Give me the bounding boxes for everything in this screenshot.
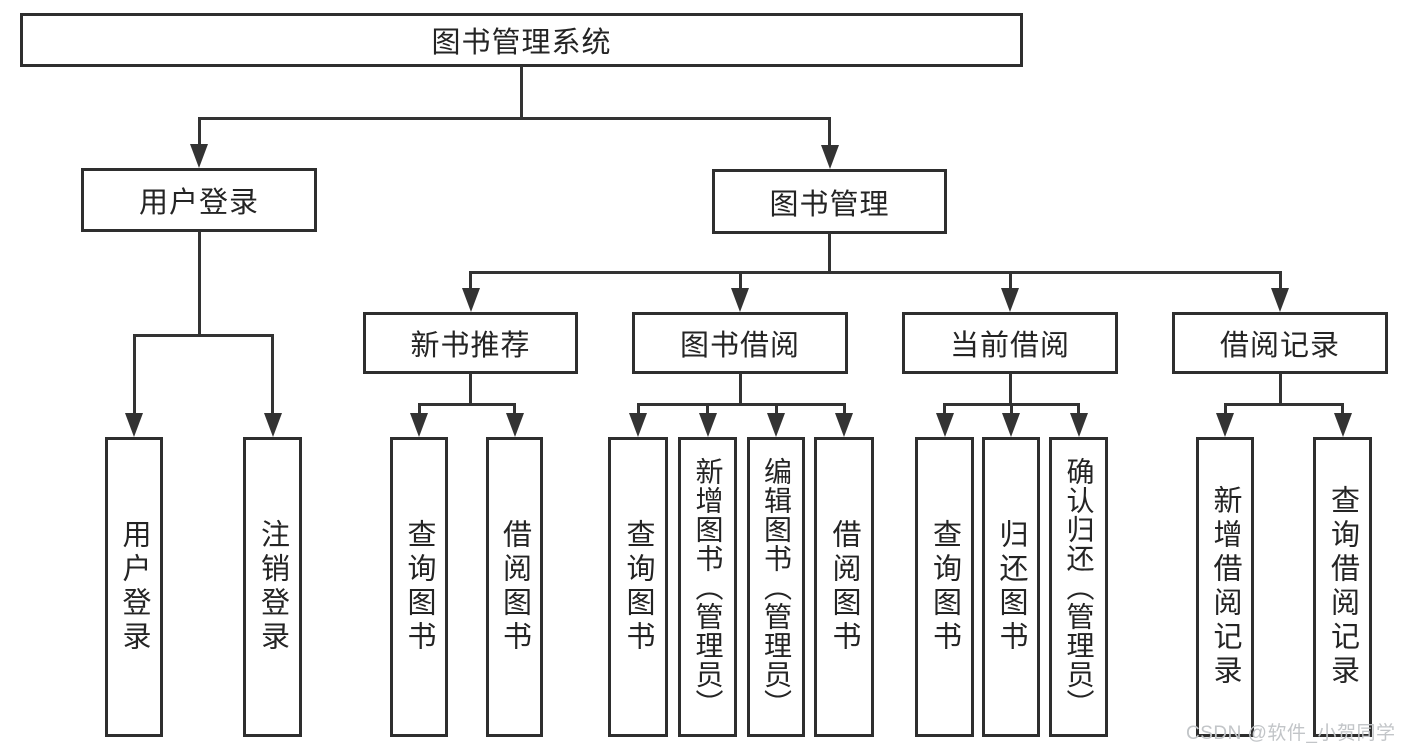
node-label: 归还图书	[995, 519, 1027, 655]
diagram-node-leaf-query-b: 查询图书	[608, 437, 668, 737]
connector-bus	[636, 402, 846, 406]
diagram-node-leaf-add-rec: 新增借阅记录	[1196, 437, 1254, 737]
connector-parent-stem	[1008, 373, 1012, 406]
arrowhead-down-icon	[629, 413, 647, 437]
diagram-node-user-login: 用户登录	[81, 168, 317, 232]
node-label: 借阅记录	[1219, 330, 1340, 362]
connector-child-stem	[132, 335, 136, 417]
connector-child-stem	[706, 404, 709, 417]
connector-child-stem	[828, 118, 831, 149]
node-label: 图书管理	[769, 188, 890, 221]
diagram-node-book-mgmt: 图书管理	[712, 169, 947, 234]
node-label: 编辑图书（管理员）	[761, 456, 792, 718]
diagram-node-leaf-logout: 注销登录	[243, 437, 302, 737]
diagram-node-book-borrow: 图书借阅	[632, 312, 848, 374]
node-label: 查询图书	[622, 519, 654, 655]
connector-child-stem	[1009, 404, 1013, 417]
arrowhead-down-icon	[125, 413, 143, 437]
arrowhead-down-icon	[1002, 413, 1020, 437]
connector-child-stem	[636, 404, 640, 417]
node-label: 新增图书（管理员）	[692, 456, 724, 718]
connector-parent-stem	[828, 233, 831, 274]
connector-child-stem	[943, 404, 946, 417]
diagram-node-new-book-rec: 新书推荐	[363, 312, 578, 374]
diagram-node-leaf-query-c: 查询图书	[915, 437, 974, 737]
node-label: 查询借阅记录	[1326, 485, 1359, 689]
connector-child-stem	[1008, 272, 1012, 292]
node-label: 借阅图书	[498, 519, 531, 655]
arrowhead-down-icon	[1216, 413, 1234, 437]
diagram-node-current-borrow: 当前借阅	[902, 312, 1118, 374]
diagram-node-leaf-edit-book: 编辑图书（管理员）	[747, 437, 805, 737]
diagram-node-leaf-query-rec: 查询借阅记录	[1313, 437, 1372, 737]
arrowhead-down-icon	[820, 145, 839, 169]
arrowhead-down-icon	[1271, 288, 1289, 312]
arrowhead-down-icon	[835, 413, 853, 437]
connector-parent-stem	[1278, 373, 1282, 406]
connector-parent-stem	[738, 373, 742, 406]
arrowhead-down-icon	[698, 413, 717, 437]
arrowhead-down-icon	[1001, 288, 1019, 312]
arrowhead-down-icon	[935, 413, 954, 437]
node-label: 新书推荐	[410, 330, 531, 362]
arrowhead-down-icon	[1069, 413, 1088, 437]
connector-bus	[197, 116, 831, 120]
node-label: 查询图书	[403, 519, 435, 655]
diagram-node-leaf-add-book: 新增图书（管理员）	[678, 437, 737, 737]
node-label: 用户登录	[118, 519, 150, 655]
diagram-node-leaf-confirm: 确认归还（管理员）	[1049, 437, 1108, 737]
node-label: 用户登录	[138, 187, 259, 219]
node-label: 新增借阅记录	[1209, 485, 1241, 689]
connector-parent-stem	[197, 231, 201, 337]
connector-child-stem	[513, 404, 516, 417]
node-label: 当前借阅	[949, 330, 1070, 362]
node-label: 图书借阅	[679, 330, 800, 362]
connector-child-stem	[271, 335, 274, 417]
arrowhead-down-icon	[731, 288, 749, 312]
arrowhead-down-icon	[505, 413, 524, 437]
arrowhead-down-icon	[1333, 413, 1352, 437]
connector-child-stem	[774, 404, 778, 417]
arrowhead-down-icon	[263, 413, 282, 437]
connector-bus	[417, 402, 516, 406]
node-label: 确认归还（管理员）	[1063, 456, 1095, 718]
connector-child-stem	[738, 272, 742, 292]
arrowhead-down-icon	[767, 413, 785, 437]
arrowhead-down-icon	[190, 144, 208, 168]
connector-child-stem	[842, 404, 846, 417]
connector-parent-stem	[520, 66, 523, 120]
connector-child-stem	[417, 404, 421, 417]
connector-bus	[1223, 402, 1344, 406]
connector-child-stem	[1223, 404, 1227, 417]
diagram-node-leaf-return: 归还图书	[982, 437, 1040, 737]
connector-bus	[132, 333, 274, 337]
connector-child-stem	[1077, 404, 1080, 417]
node-label: 查询图书	[928, 519, 961, 655]
connector-child-stem	[469, 272, 472, 292]
diagram-node-leaf-user-login: 用户登录	[105, 437, 163, 737]
node-label: 图书管理系统	[431, 27, 612, 59]
diagram-node-leaf-borrow-a: 借阅图书	[486, 437, 543, 737]
connector-child-stem	[1341, 404, 1344, 417]
arrowhead-down-icon	[410, 413, 428, 437]
connector-parent-stem	[469, 373, 472, 406]
node-label: 借阅图书	[828, 519, 860, 655]
diagram-node-leaf-borrow-b: 借阅图书	[814, 437, 874, 737]
connector-child-stem	[197, 118, 201, 148]
arrowhead-down-icon	[461, 288, 480, 312]
diagram-node-borrow-records: 借阅记录	[1172, 312, 1388, 374]
node-label: 注销登录	[256, 519, 289, 655]
diagram-node-leaf-query-a: 查询图书	[390, 437, 448, 737]
connector-bus	[469, 270, 1282, 274]
connector-child-stem	[1278, 272, 1282, 292]
diagram-node-root: 图书管理系统	[20, 13, 1023, 67]
